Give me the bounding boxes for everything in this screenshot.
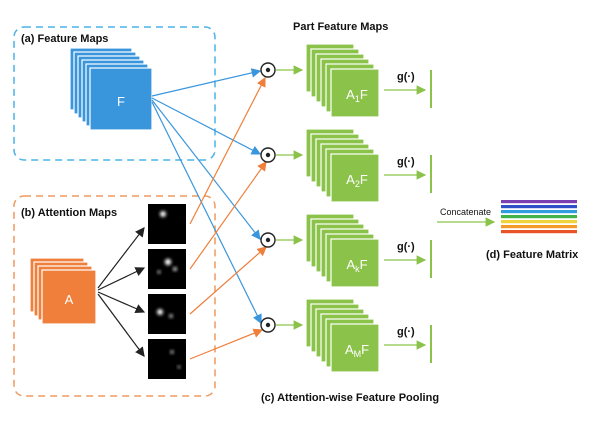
operator-4 — [260, 317, 276, 333]
feature-matrix-row — [501, 230, 577, 234]
feature-matrix-caption: (d) Feature Matrix — [486, 249, 579, 261]
pool-function-label-4: g(·) — [397, 326, 415, 338]
part-feature-stack-3: AkF — [305, 213, 380, 288]
part-feature-stack-2: A2F — [305, 128, 380, 203]
operator-3 — [260, 232, 276, 248]
part-feature-label-4: AMF — [345, 342, 369, 359]
attention-thumbnail-4 — [148, 339, 186, 379]
pool-function-label-2: g(·) — [397, 156, 415, 168]
pooling-caption: (c) Attention-wise Feature Pooling — [261, 392, 439, 404]
part-feature-maps-title: Part Feature Maps — [293, 21, 388, 33]
feature-matrix-row — [501, 220, 577, 224]
feature-matrix-row — [501, 210, 577, 214]
attention-to-operator-arrows — [189, 76, 267, 360]
part-feature-label-3: AkF — [346, 257, 367, 274]
feature-map-label: F — [117, 94, 125, 109]
feature-map-stack: F — [69, 47, 153, 131]
pooling-arrows — [384, 85, 427, 350]
part-feature-label-2: A2F — [346, 172, 368, 189]
feature-matrix-row — [501, 225, 577, 229]
attention-split-arrows — [97, 227, 146, 357]
concatenate-label: Concatenate — [440, 207, 491, 217]
pool-function-label-1: g(·) — [397, 71, 415, 83]
feature-maps-title: (a) Feature Maps — [21, 33, 108, 45]
feature-matrix-row — [501, 205, 577, 209]
feature-matrix — [501, 200, 577, 234]
attention-thumbnail-1 — [148, 204, 186, 244]
part-feature-stack-1: A1F — [305, 43, 380, 118]
pool-function-label-3: g(·) — [397, 241, 415, 253]
part-feature-label-1: A1F — [346, 87, 368, 104]
attention-thumbnail-3 — [148, 294, 186, 334]
feature-matrix-row — [501, 215, 577, 219]
part-feature-stack-4: AMF — [305, 298, 380, 373]
operator-output-arrows — [276, 65, 304, 330]
operator-1 — [260, 62, 276, 78]
operator-2 — [260, 147, 276, 163]
attention-map-label: A — [65, 292, 74, 307]
feature-maps-group-box — [13, 26, 216, 161]
attention-map-stack: A — [29, 257, 97, 325]
attention-maps-group-box — [13, 195, 216, 397]
attention-thumbnail-2 — [148, 249, 186, 289]
attention-maps-title: (b) Attention Maps — [21, 207, 117, 219]
feature-matrix-row — [501, 200, 577, 204]
feature-broadcast-arrows — [151, 68, 262, 325]
